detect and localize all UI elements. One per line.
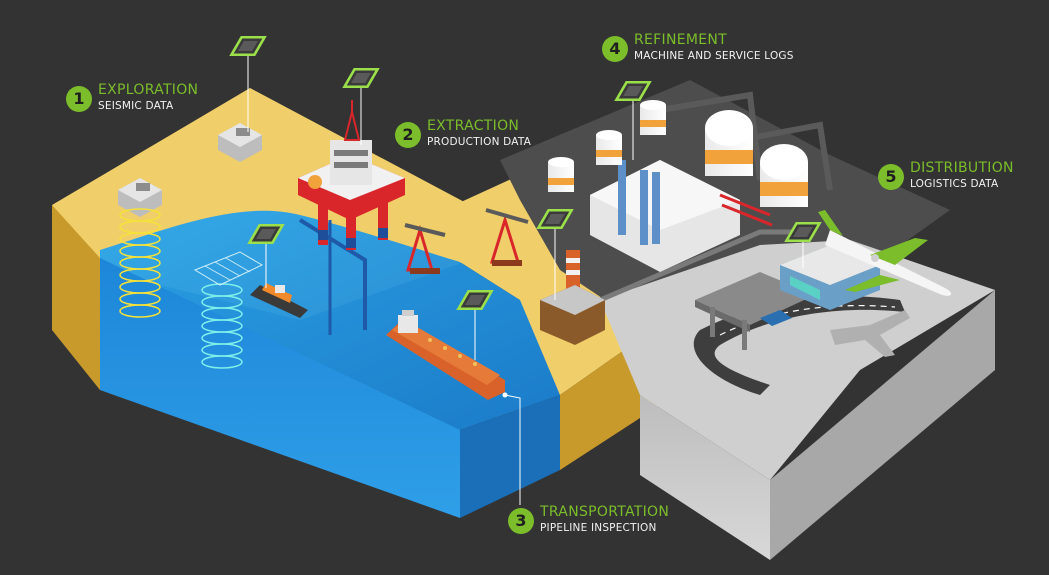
stage-subtitle: LOGISTICS DATA (910, 178, 999, 190)
refinery-building (590, 160, 740, 272)
storage-tank-large-1 (705, 110, 753, 176)
stage-title: REFINEMENT (634, 32, 728, 48)
storage-tank-large-2 (760, 144, 808, 207)
stage-label-distribution: 5 DISTRIBUTION LOGISTICS DATA (878, 160, 1014, 191)
stage-subtitle: MACHINE AND SERVICE LOGS (634, 50, 794, 62)
pump-jack-left (404, 223, 446, 274)
stage-title: EXPLORATION (98, 82, 199, 98)
survey-streamer-net (193, 251, 264, 286)
stage-title: EXTRACTION (427, 118, 520, 134)
stage-subtitle: PIPELINE INSPECTION (540, 522, 657, 534)
stage-number-badge: 4 (602, 36, 628, 62)
stage-number-badge: 5 (878, 164, 904, 190)
seismic-truck-left (118, 178, 162, 217)
refinery-stripes (719, 193, 773, 227)
airplane (818, 210, 952, 296)
pump-jack-right (485, 208, 529, 266)
stage-title: TRANSPORTATION (540, 504, 670, 520)
stage-label-exploration: 1 EXPLORATION SEISMIC DATA (66, 82, 198, 113)
storage-tank-small-1 (548, 157, 574, 192)
stage-label-transportation: 3 TRANSPORTATION PIPELINE INSPECTION (508, 504, 669, 535)
stage-label-refinement: 4 REFINEMENT MACHINE AND SERVICE LOGS (602, 32, 794, 63)
stage-label-extraction: 2 EXTRACTION PRODUCTION DATA (395, 118, 531, 149)
storage-tank-small-2 (596, 130, 622, 165)
stage-subtitle: PRODUCTION DATA (427, 136, 532, 148)
stage-subtitle: SEISMIC DATA (98, 100, 174, 112)
oil-tanker (386, 310, 505, 400)
storage-tank-small-3 (640, 100, 666, 135)
stage-number-badge: 3 (508, 508, 534, 534)
seismic-truck-top (218, 123, 262, 162)
stage-title: DISTRIBUTION (910, 160, 1014, 176)
oil-rig (298, 100, 405, 250)
survey-boat (250, 283, 308, 318)
data-chips (229, 36, 822, 505)
pumping-station (540, 250, 605, 345)
stage-number-badge: 1 (66, 86, 92, 112)
stage-number-badge: 2 (395, 122, 421, 148)
